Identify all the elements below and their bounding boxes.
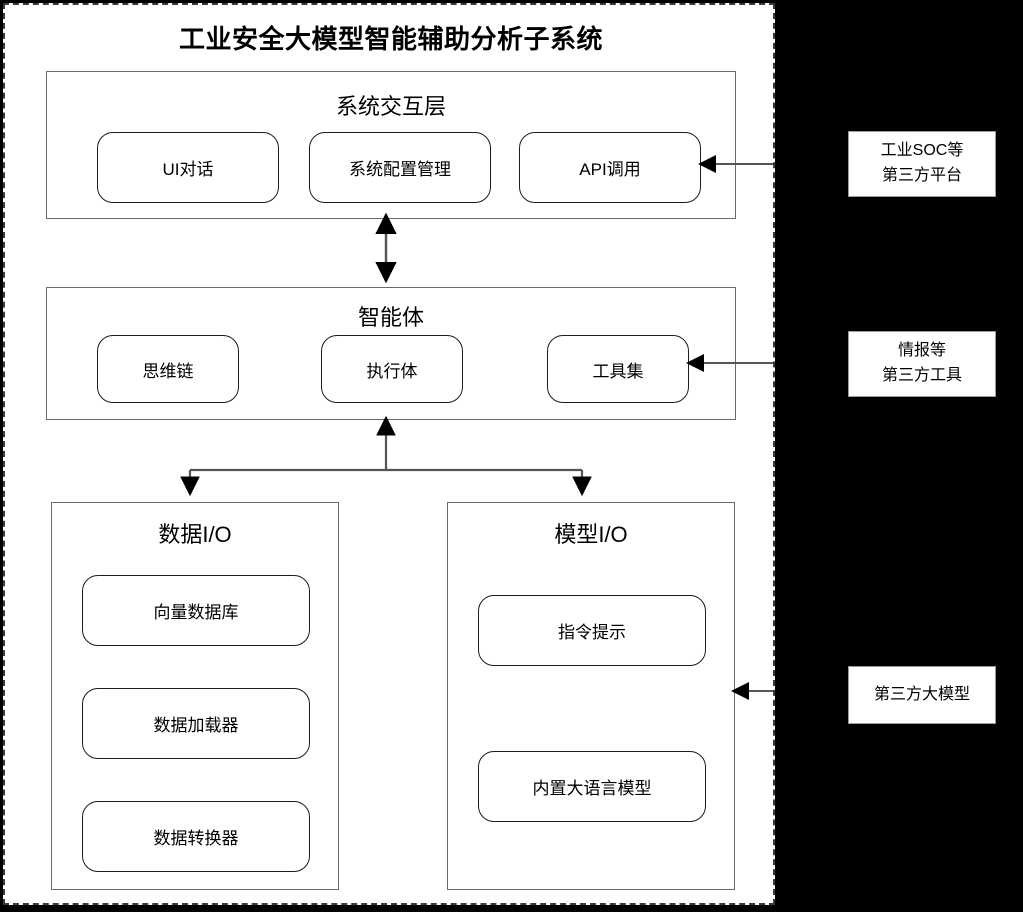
layer-data-io: 数据I/O 向量数据库 数据加载器 数据转换器 <box>51 502 339 890</box>
layer-agent: 智能体 思维链 执行体 工具集 <box>46 287 736 420</box>
layer-model-io-title: 模型I/O <box>554 522 628 547</box>
layer-agent-title: 智能体 <box>357 305 424 330</box>
external-llm-line1: 第三方大模型 <box>873 685 970 703</box>
module-ui-dialog[interactable]: UI对话 <box>97 132 279 203</box>
layer-data-io-title: 数据I/O <box>158 522 232 547</box>
module-toolset[interactable]: 工具集 <box>547 335 689 403</box>
module-data-converter[interactable]: 数据转换器 <box>82 801 310 872</box>
module-instruction-prompt[interactable]: 指令提示 <box>478 595 706 666</box>
external-soc-line1: 工业SOC等 <box>880 142 964 160</box>
system-boundary-panel: 工业安全大模型智能辅助分析子系统 系统交互层 UI对话 系统配置管理 API调用… <box>3 3 775 905</box>
external-intel-line1: 情报等 <box>897 342 946 360</box>
module-data-loader[interactable]: 数据加载器 <box>82 688 310 759</box>
external-box-threat-intel[interactable]: 情报等 第三方工具 <box>848 331 996 397</box>
external-box-industrial-soc[interactable]: 工业SOC等 第三方平台 <box>848 131 996 197</box>
module-vector-database[interactable]: 向量数据库 <box>82 575 310 646</box>
module-system-config[interactable]: 系统配置管理 <box>309 132 491 203</box>
external-intel-line2: 第三方工具 <box>881 367 962 384</box>
module-chain-of-thought[interactable]: 思维链 <box>97 335 239 403</box>
page-title: 工业安全大模型智能辅助分析子系统 <box>178 24 603 54</box>
module-builtin-llm[interactable]: 内置大语言模型 <box>478 751 706 822</box>
module-executor[interactable]: 执行体 <box>321 335 463 403</box>
external-box-third-party-llm[interactable]: 第三方大模型 <box>848 666 996 724</box>
module-api-call[interactable]: API调用 <box>519 132 701 203</box>
layer-model-io: 模型I/O 指令提示 内置大语言模型 <box>447 502 735 890</box>
layer-interaction: 系统交互层 UI对话 系统配置管理 API调用 <box>46 71 736 219</box>
layer-interaction-title: 系统交互层 <box>335 94 446 119</box>
external-soc-line2: 第三方平台 <box>881 167 962 184</box>
